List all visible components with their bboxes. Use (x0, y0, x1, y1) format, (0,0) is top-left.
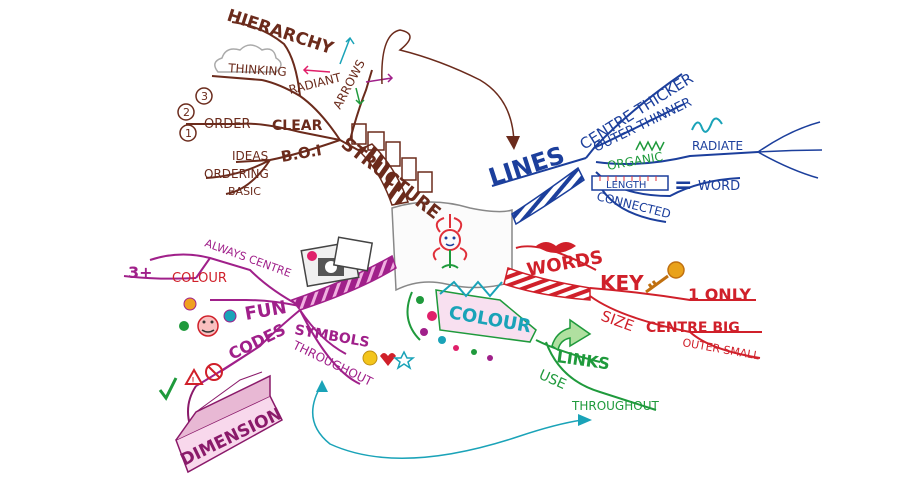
key-icon (645, 261, 685, 294)
equals-sign: = (674, 173, 692, 198)
colour-throughout-label: THROUGHOUT (571, 399, 659, 413)
building-doodle (351, 123, 433, 193)
numbered-circles: 1 2 3 (177, 87, 213, 142)
lips-doodle (536, 242, 576, 253)
symbols-trunk (290, 254, 397, 311)
basic-label: BASIC (228, 185, 261, 198)
hierarchy-label: HIERARCHY (224, 6, 336, 59)
flower-icon (432, 214, 468, 269)
length-label: LENGTH (606, 180, 646, 191)
branch-dimension: DIMENSION (175, 371, 285, 474)
centre-big-label: CENTRE BIG (646, 320, 740, 336)
order-label: ORDER (204, 117, 251, 132)
codes-label: CODES (225, 320, 288, 364)
structure-label: STRUCTURE (337, 133, 444, 223)
structure-trunk (356, 143, 409, 206)
emoji-icons (362, 350, 416, 370)
arrowhead-teal-right (578, 414, 592, 426)
grass-doodle (635, 140, 665, 152)
fun-label: FUN (243, 297, 288, 325)
small-arrows (302, 36, 394, 106)
num-2: 2 (183, 106, 190, 119)
wave-doodle (691, 117, 723, 133)
thinking-label: THINKING (227, 61, 287, 79)
radiate-label: RADIATE (692, 139, 743, 153)
cloud-doodle (214, 44, 282, 73)
branch-colour: COLOUR LINKS USE THROUGHOUT (406, 280, 659, 413)
num-3: 3 (201, 90, 208, 103)
svg-text:!: ! (191, 376, 195, 387)
one-only-label: 1 ONLY (688, 285, 751, 304)
words-label: WORDS (525, 247, 604, 281)
ideas-label: IDEAS (232, 149, 268, 163)
num-1: 1 (185, 127, 192, 140)
words-trunk (503, 267, 591, 301)
size-label: SIZE (599, 307, 637, 335)
face-icons (179, 297, 237, 337)
colour-dots (416, 296, 493, 361)
connected-label: CONNECTED (595, 189, 672, 221)
arrowhead-teal-left (316, 380, 328, 392)
warning-icons: ! (158, 363, 223, 401)
connector-arrow-structure-lines (381, 29, 515, 147)
ordering-label: ORDERING (204, 167, 269, 181)
branch-words: WORDS KEY 1 ONLY SIZE CENTRE BIG OUTER S… (503, 242, 762, 363)
boi-label: B.O.I (280, 141, 323, 166)
organic-label: ORGANIC (606, 149, 664, 173)
green-arrow-icon (551, 318, 592, 352)
three-plus-label: 3+ (128, 263, 153, 282)
branch-symbols: SYMBOLS THROUGHOUT CODES FUN COLOUR 3+ A… (123, 236, 416, 401)
connector-arrow-teal (311, 383, 583, 459)
symbols-colour-label: COLOUR (172, 271, 227, 286)
lines-trunk (511, 166, 585, 226)
word-label: WORD (698, 179, 740, 194)
outer-small-label: OUTER SMALL (681, 336, 761, 362)
camera-icon (300, 236, 374, 288)
branch-structure: STRUCTURE HIERARCHY THINKING RADIANT ARR… (177, 6, 444, 224)
arrowhead-lines (506, 136, 520, 150)
branch-lines: LINES CENTRE THICKER OUTER THINNER ORGAN… (485, 69, 823, 226)
central-image (391, 201, 513, 292)
ruler-icon (591, 175, 669, 191)
central-flag (391, 201, 513, 292)
key-label: KEY (600, 271, 644, 295)
colour-trunk (435, 289, 537, 343)
clear-label: CLEAR (272, 118, 323, 134)
